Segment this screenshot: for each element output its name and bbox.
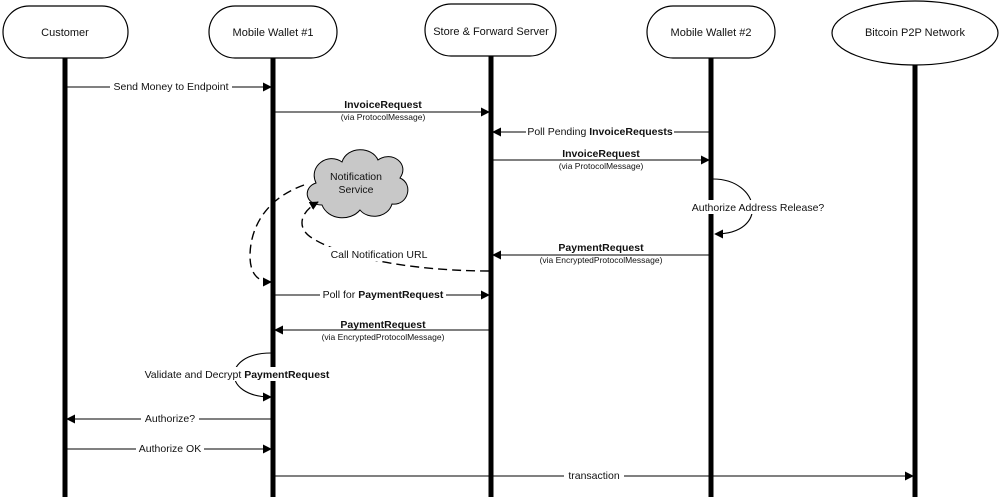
label-send-money: Send Money to Endpoint	[114, 81, 229, 93]
label-poll-payment: Poll for PaymentRequest	[323, 289, 444, 301]
participant-server-label: Store & Forward Server	[433, 26, 549, 38]
participant-server: Store & Forward Server	[424, 3, 557, 57]
label-payment-request-2: PaymentRequest	[340, 319, 426, 331]
label-authorize-ok: Authorize OK	[139, 443, 201, 455]
label-invoice-request-1: InvoiceRequest	[344, 99, 422, 111]
label-call-notification: Call Notification URL	[331, 249, 428, 261]
label-authorize-release: Authorize Address Release?	[692, 202, 825, 214]
participant-bitcoin-label: Bitcoin P2P Network	[865, 27, 966, 39]
sublabel-invoice-request-2: (via ProtocolMessage)	[559, 161, 644, 171]
label-invoice-request-2: InvoiceRequest	[562, 148, 640, 160]
participant-wallet1-label: Mobile Wallet #1	[233, 27, 314, 39]
arrow-notify-wallet1	[249, 184, 305, 287]
participant-wallet2: Mobile Wallet #2	[646, 5, 776, 59]
label-authorize: Authorize?	[145, 413, 195, 425]
participant-customer: Customer	[2, 5, 129, 59]
sublabel-invoice-request-1: (via ProtocolMessage)	[341, 112, 426, 122]
sublabel-payment-request-2: (via EncryptedProtocolMessage)	[322, 332, 445, 342]
label-validate-decrypt: Validate and Decrypt PaymentRequest	[145, 369, 330, 381]
label-payment-request-1: PaymentRequest	[558, 242, 644, 254]
label-transaction: transaction	[568, 470, 620, 482]
sublabel-payment-request-1: (via EncryptedProtocolMessage)	[540, 255, 663, 265]
cloud-label-line1: Notification	[330, 171, 382, 183]
participant-customer-label: Customer	[41, 27, 89, 39]
participant-wallet1: Mobile Wallet #1	[208, 5, 338, 59]
cloud-label-line2: Service	[338, 184, 373, 196]
participant-wallet2-label: Mobile Wallet #2	[671, 27, 752, 39]
label-poll-pending: Poll Pending InvoiceRequests	[527, 126, 672, 138]
notification-service-cloud: Notification Service	[306, 149, 409, 219]
participant-bitcoin: Bitcoin P2P Network	[831, 0, 999, 66]
